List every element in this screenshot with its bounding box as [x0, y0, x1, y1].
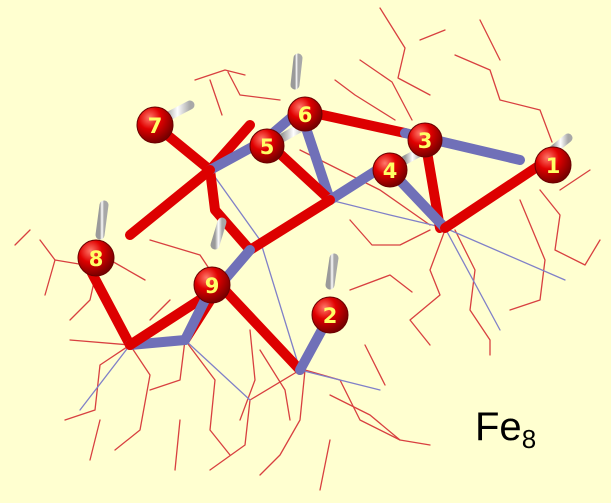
core-bond-2 [205, 165, 255, 255]
wire-bond-8 [539, 189, 601, 266]
wire-bond-0 [379, 7, 431, 96]
wire-bond-27 [239, 329, 256, 421]
formula-base: Fe [475, 405, 522, 449]
wire-bond-36 [79, 344, 131, 411]
wire-bond-20 [39, 239, 56, 296]
hydrogen-stick-1 [290, 53, 303, 90]
wire-bond-30 [329, 394, 431, 446]
oxygen-atom-4 [372, 152, 408, 188]
wire-bond-3 [479, 19, 501, 61]
wire-bond-9 [509, 199, 546, 311]
wire-bond-14 [444, 227, 566, 281]
hydrogen-stick-7 [210, 217, 227, 250]
wire-bond-7 [334, 79, 396, 121]
wire-bond-2 [454, 54, 553, 143]
wire-bond-41 [419, 29, 446, 41]
wire-bond-29 [209, 369, 301, 471]
oxygen-atom-9 [193, 266, 231, 304]
atom-label-6: 6 [298, 103, 313, 127]
wire-bond-40 [559, 169, 591, 191]
core-bond-4 [125, 165, 215, 240]
wire-bond-13 [299, 149, 431, 226]
wire-bond-35 [184, 339, 251, 401]
wire-bond-39 [109, 259, 146, 281]
core-bond-17 [215, 280, 305, 375]
atom-label-7: 7 [148, 114, 163, 138]
hydrogen-stick-6 [95, 200, 109, 240]
wire-bond-16 [349, 274, 413, 293]
oxygen-atom-5 [249, 128, 285, 164]
wire-bond-23 [64, 344, 131, 421]
atom-label-8: 8 [89, 247, 104, 271]
oxygen-atom-8 [77, 239, 115, 277]
wire-bond-24 [114, 344, 151, 451]
oxygen-atom-1 [534, 146, 572, 184]
hydrogen-stick-8 [325, 253, 339, 290]
wire-bond-11 [409, 229, 446, 346]
wire-bond-33 [209, 169, 301, 371]
oxygen-atom-2 [311, 296, 349, 334]
core-bonds [80, 105, 545, 375]
wire-bond-6 [227, 71, 281, 101]
wire-bond-44 [319, 439, 331, 491]
atom-label-9: 9 [205, 274, 220, 298]
wire-bond-45 [14, 229, 31, 246]
wire-bond-12 [349, 219, 431, 246]
wire-bond-10 [454, 229, 491, 356]
wire-bond-25 [149, 339, 186, 391]
oxygen-atom-7 [136, 106, 174, 144]
wire-bond-4 [194, 69, 246, 81]
wire-bond-18 [304, 369, 401, 441]
formula-label: Fe8 [475, 405, 536, 455]
wire-bond-37 [329, 199, 446, 229]
atom-label-4: 4 [383, 159, 398, 183]
atom-label-2: 2 [323, 304, 338, 328]
wire-bond-1 [359, 59, 413, 121]
wire-bond-32 [69, 339, 131, 346]
atom-label-1: 1 [546, 154, 561, 178]
wire-bond-5 [209, 79, 223, 116]
wire-bond-42 [89, 419, 101, 461]
oxygen-atom-6 [287, 96, 323, 132]
formula-subscript: 8 [521, 424, 537, 454]
core-bond-10 [245, 195, 335, 255]
oxygen-atom-3 [407, 122, 443, 158]
hydrogen-atoms [95, 53, 573, 290]
wire-bond-43 [174, 419, 181, 471]
wire-bond-15 [444, 227, 501, 331]
wire-bond-17 [364, 344, 386, 386]
wire-bond-34 [299, 369, 381, 391]
core-bond-14 [440, 160, 545, 233]
wire-bond-28 [259, 349, 291, 421]
wire-bond-19 [259, 369, 306, 476]
wire-bond-38 [149, 299, 171, 321]
atom-label-5: 5 [260, 135, 275, 159]
atom-label-3: 3 [418, 129, 433, 153]
wire-bond-26 [184, 339, 231, 456]
